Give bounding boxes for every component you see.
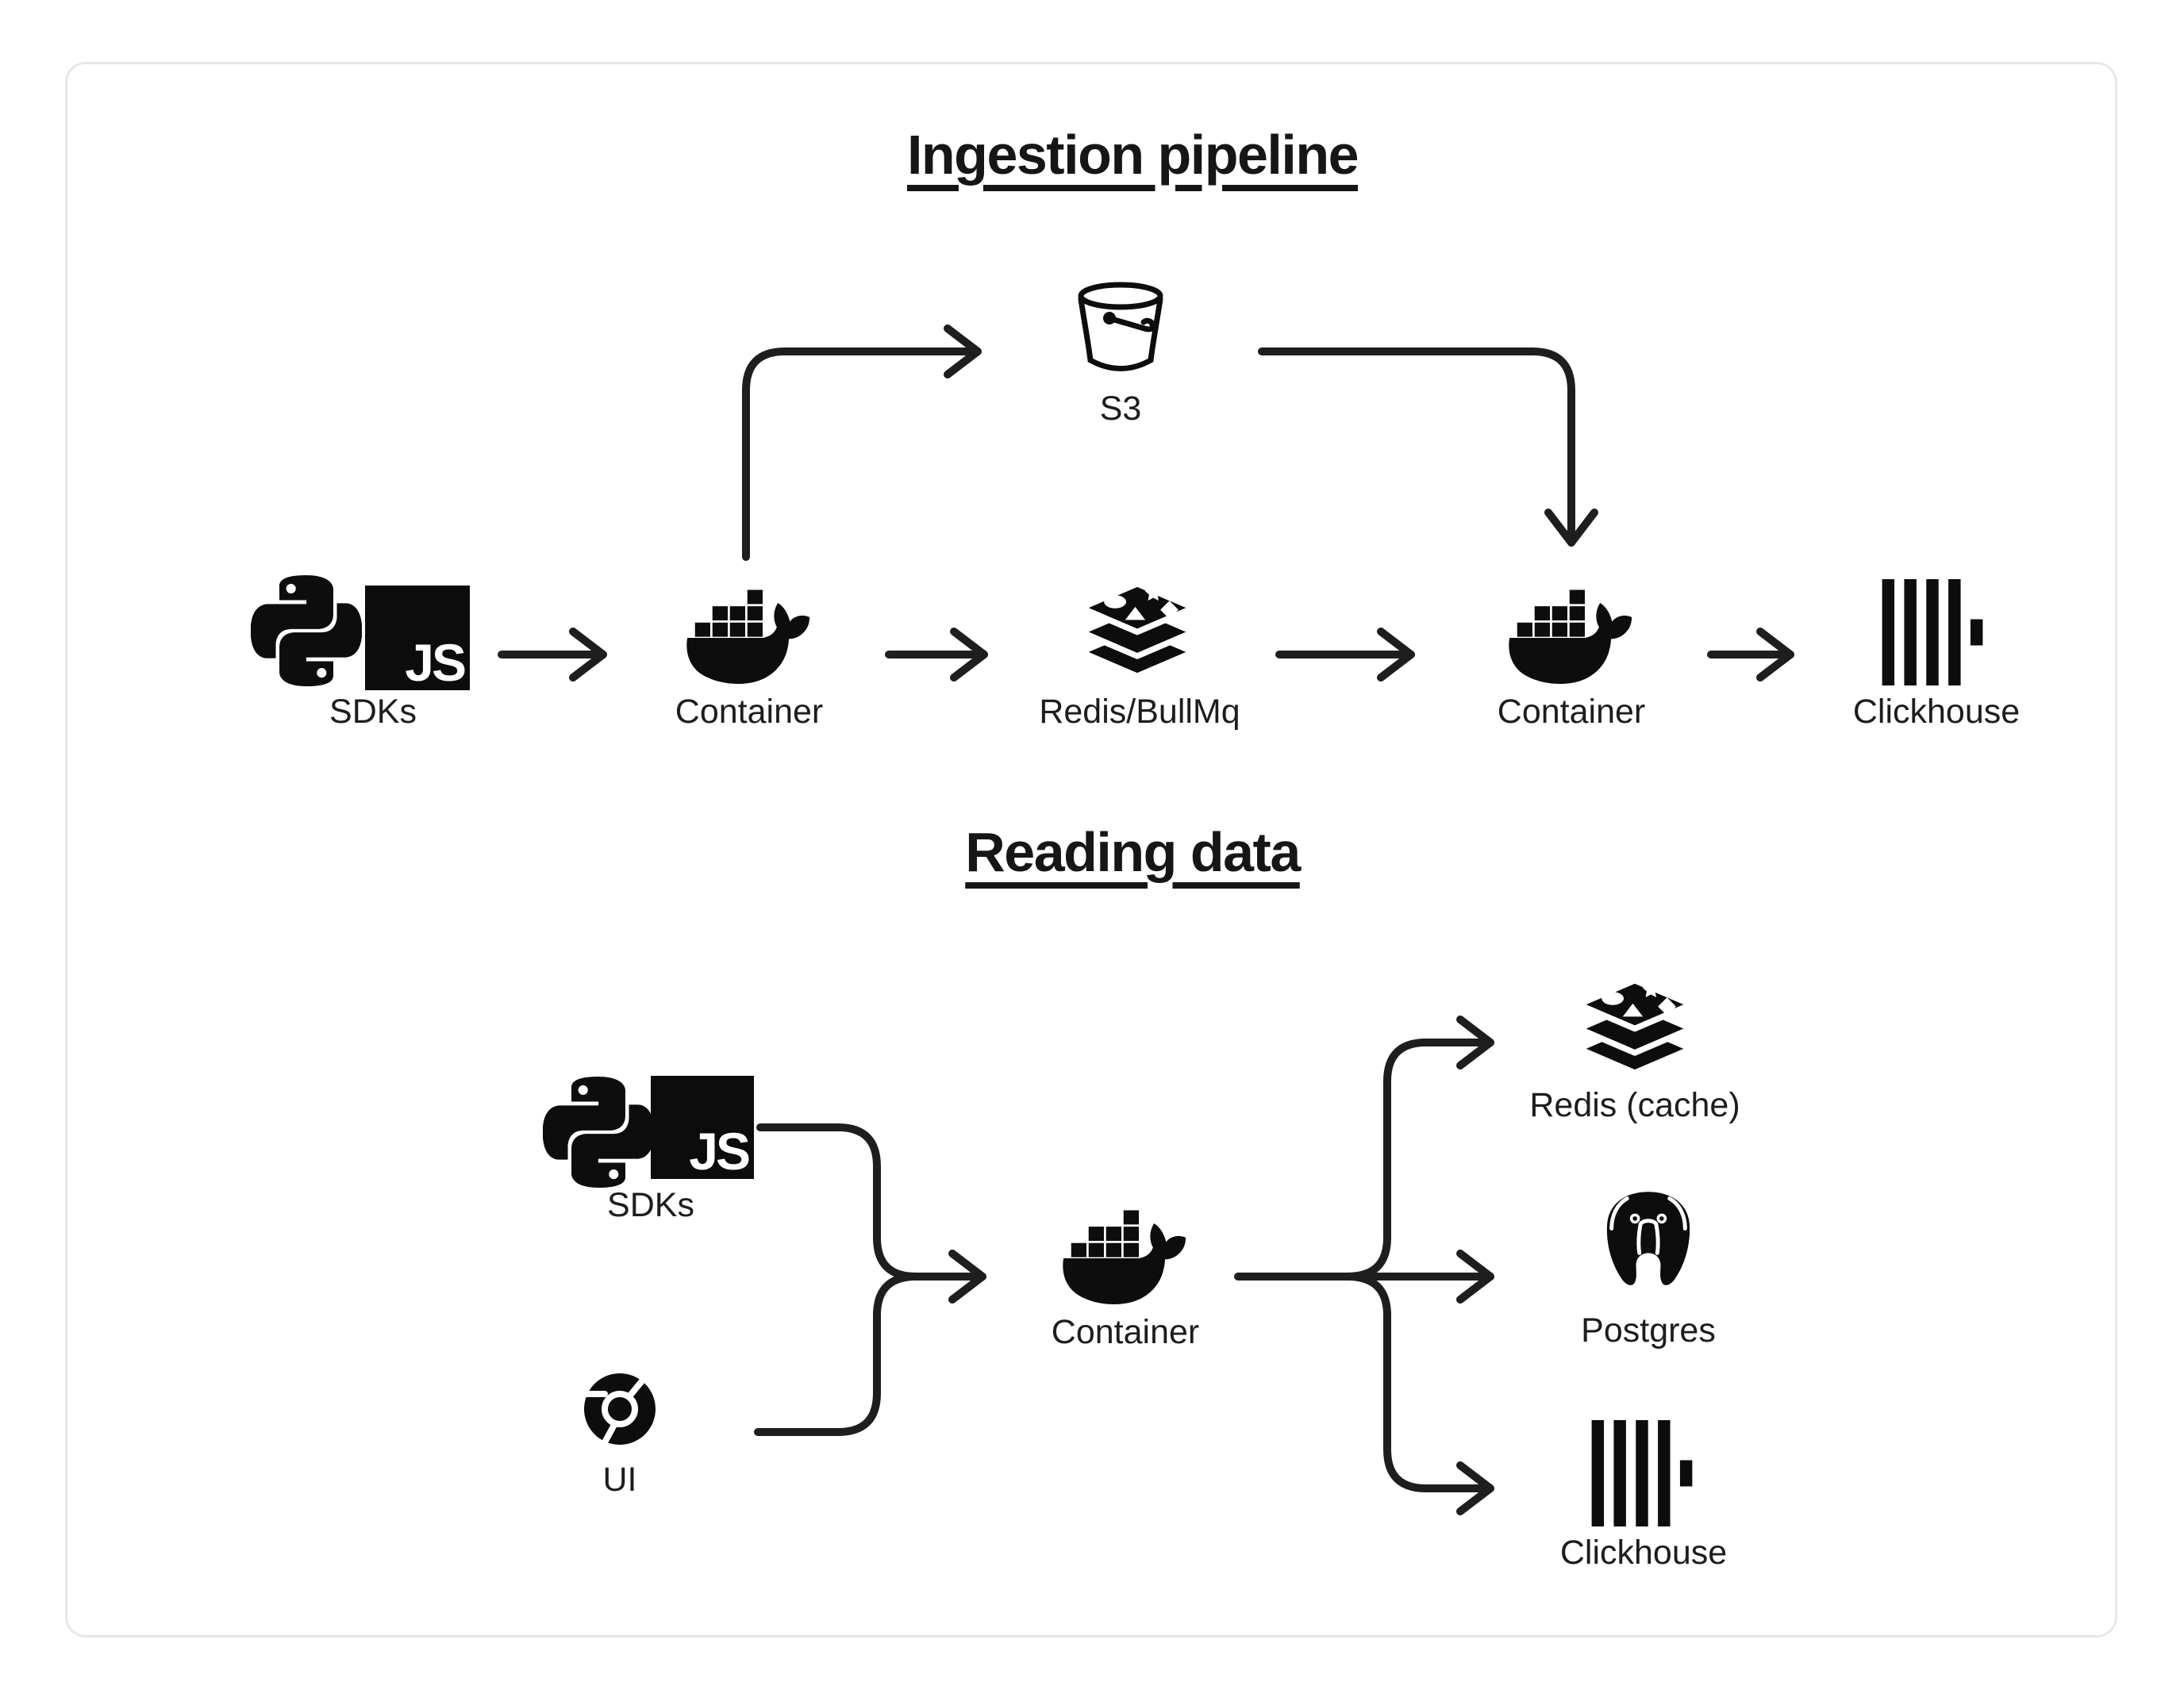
postgres-label: Postgres [1581, 1311, 1716, 1350]
clickhouse2-label: Clickhouse [1559, 1534, 1728, 1572]
s3-label: S3 [1099, 390, 1142, 428]
redis-cache-label: Redis (cache) [1529, 1086, 1740, 1124]
clickhouse1-label: Clickhouse [1852, 693, 2021, 731]
ingestion-title: Ingestion pipeline [906, 124, 1359, 186]
chrome-icon [582, 1371, 658, 1447]
container2-label: Container [1497, 693, 1646, 731]
javascript-icon: JS [365, 586, 470, 690]
sdks-label: SDKs [329, 693, 417, 731]
container3-label: Container [1051, 1313, 1200, 1351]
javascript-icon: JS [651, 1076, 754, 1179]
diagram-card [65, 62, 2117, 1638]
python-icon [543, 1073, 654, 1192]
redis-icon [1575, 974, 1695, 1079]
python-icon [251, 571, 362, 690]
sdks2-label: SDKs [607, 1186, 694, 1224]
redis-icon [1077, 578, 1198, 682]
redis-bullmq-label: Redis/BullMq [1039, 693, 1240, 731]
container1-label: Container [675, 693, 824, 731]
reading-title: Reading data [965, 821, 1301, 883]
s3-bucket-icon [1075, 279, 1167, 382]
clickhouse-icon [1879, 579, 1986, 685]
js-badge-text: JS [689, 1121, 751, 1181]
docker-icon [684, 586, 815, 690]
postgres-icon [1592, 1188, 1705, 1304]
clickhouse-icon [1589, 1420, 1695, 1526]
js-badge-text: JS [405, 632, 467, 692]
ui-label: UI [602, 1461, 637, 1499]
docker-icon [1506, 586, 1637, 690]
docker-icon [1060, 1206, 1191, 1311]
